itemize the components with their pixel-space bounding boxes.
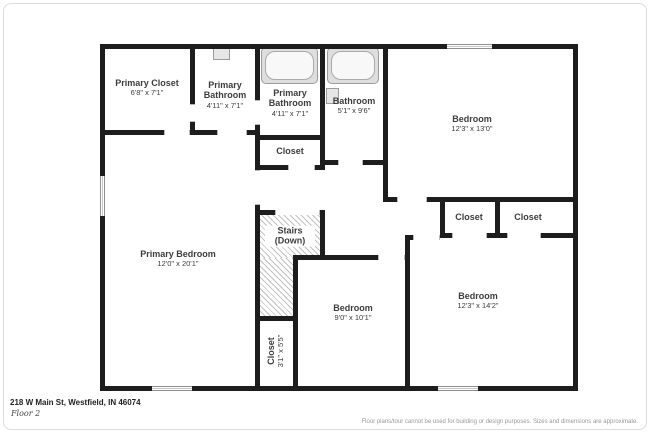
door-opening	[338, 160, 363, 165]
wall	[258, 165, 288, 170]
room-name: Bedroom	[333, 302, 373, 313]
wall	[363, 160, 388, 165]
room-name: Bedroom	[458, 290, 498, 301]
wall	[405, 235, 413, 240]
wall	[405, 235, 410, 386]
wall	[320, 210, 325, 258]
wall	[315, 165, 325, 170]
room-name: Bedroom	[452, 113, 492, 124]
door-opening	[255, 100, 260, 125]
wall	[255, 210, 275, 215]
bathtub-icon	[327, 47, 379, 84]
room-label-primary-bedroom: Primary Bedroom 12'0" x 20'1"	[113, 249, 243, 269]
address-text: 218 W Main St, Westfield, IN 46074	[10, 398, 141, 407]
wall	[247, 130, 260, 135]
door-opening	[507, 233, 541, 238]
room-dims: (Down)	[274, 236, 306, 246]
door-opening	[164, 130, 190, 135]
door-opening	[452, 233, 487, 238]
room-name: Primary Bathroom	[203, 79, 247, 101]
room-name: Closet	[265, 337, 276, 365]
door-opening	[275, 210, 320, 215]
window	[100, 176, 105, 216]
room-name: Primary Bathroom	[268, 87, 312, 109]
wall	[298, 255, 378, 260]
floor-label: Floor 2	[11, 409, 41, 418]
room-label-primary-closet: Primary Closet 6'8" x 7'1"	[102, 78, 192, 98]
window	[152, 386, 192, 391]
room-dims: 12'3" x 14'2"	[457, 301, 499, 311]
bathtub-basin	[265, 51, 314, 80]
door-opening	[378, 255, 405, 260]
room-name: Closet	[455, 211, 483, 222]
room-label-closet-2: Closet	[500, 212, 556, 222]
room-dims: 5'1" x 9'6"	[337, 106, 371, 116]
room-name: Stairs	[277, 225, 303, 236]
sink-icon	[326, 88, 339, 104]
room-dims: 12'0" x 20'1"	[157, 259, 199, 269]
room-label-hall-closet: Closet	[260, 146, 320, 156]
door-opening	[217, 130, 247, 135]
window	[447, 44, 492, 49]
wall	[255, 44, 260, 100]
room-name: Primary Bedroom	[140, 248, 216, 259]
wall	[190, 44, 195, 104]
room-label-primary-bathroom-2: Primary Bathroom 4'11" x 7'1"	[266, 88, 314, 118]
wall	[440, 202, 445, 238]
room-label-bathroom: Bathroom 5'1" x 9'6"	[319, 96, 389, 116]
room-name: Closet	[514, 211, 542, 222]
bathtub-icon	[261, 47, 318, 84]
room-label-stairs: Stairs (Down)	[265, 225, 315, 247]
room-dims: 4'11" x 7'1"	[206, 100, 244, 110]
wall	[427, 197, 578, 202]
room-dims: 4'11" x 7'1"	[271, 108, 309, 118]
wall	[255, 205, 260, 386]
room-dims: 6'8" x 7'1"	[130, 88, 164, 98]
window	[438, 386, 478, 391]
wall	[100, 44, 105, 391]
room-name: Primary Closet	[115, 77, 179, 88]
room-label-closet-vertical: Closet 3'1" x 5'5"	[266, 316, 286, 386]
wall	[255, 125, 260, 170]
wall	[100, 130, 164, 135]
stairs-hatch	[260, 258, 293, 316]
room-dims: 3'1" x 5'5"	[276, 334, 286, 368]
wall	[100, 44, 578, 49]
bathtub-basin	[331, 51, 375, 80]
wall	[573, 44, 578, 391]
room-label-bedroom-top-right: Bedroom 12'3" x 13'0"	[417, 114, 527, 134]
room-name: Closet	[276, 145, 304, 156]
door-opening	[288, 165, 315, 170]
wall	[383, 197, 397, 202]
wall	[440, 233, 452, 238]
wall	[100, 386, 578, 391]
room-dims: 12'3" x 13'0"	[451, 124, 493, 134]
door-opening	[397, 197, 427, 202]
wall	[495, 202, 500, 238]
page-border	[3, 3, 647, 430]
wall	[383, 44, 388, 202]
wall	[541, 233, 578, 238]
wall	[255, 316, 298, 321]
room-label-bedroom-bottom-center: Bedroom 9'0" x 10'1"	[298, 303, 408, 323]
room-label-primary-bathroom-1: Primary Bathroom 4'11" x 7'1"	[201, 80, 249, 110]
wall	[258, 135, 325, 140]
door-opening	[255, 170, 260, 205]
wall	[190, 122, 195, 135]
wall	[487, 233, 507, 238]
room-dims: 9'0" x 10'1"	[334, 313, 372, 323]
wall	[195, 130, 217, 135]
door-opening	[413, 235, 440, 240]
wall	[320, 160, 338, 165]
room-name: Bathroom	[332, 95, 376, 106]
disclaimer-text: Floor plans/tour cannot be used for buil…	[361, 419, 639, 425]
room-label-closet-1: Closet	[441, 212, 497, 222]
wall	[320, 44, 325, 170]
door-opening	[190, 104, 195, 122]
room-label-bedroom-bottom-right: Bedroom 12'3" x 14'2"	[413, 291, 543, 311]
